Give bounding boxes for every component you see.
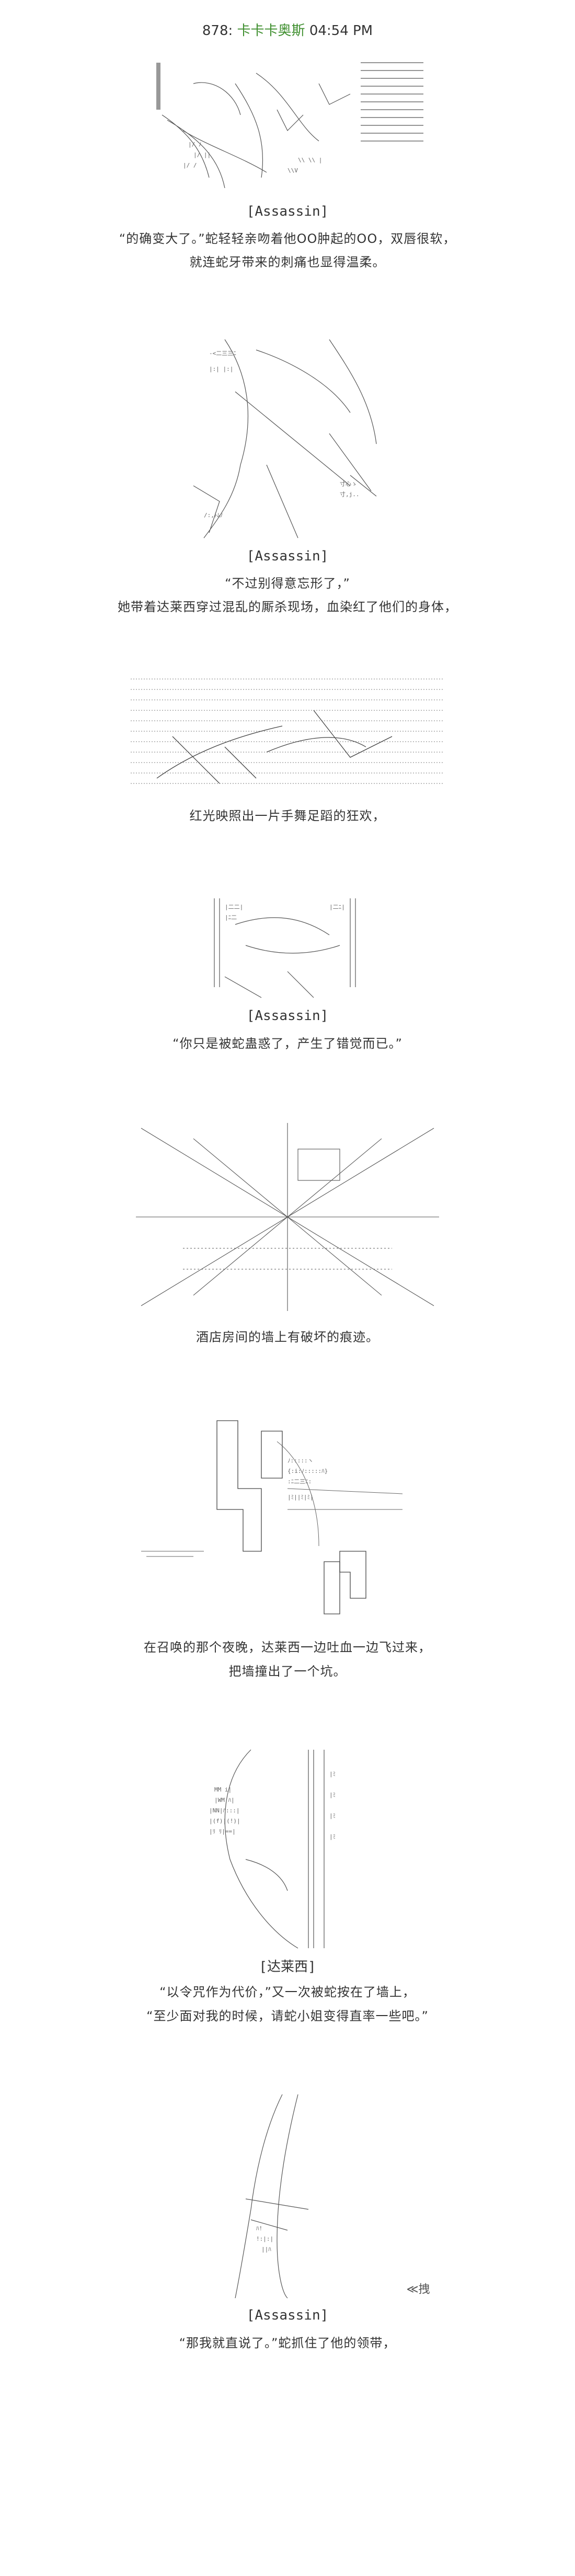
sound-effect-caption: ≪拽 — [406, 2283, 430, 2296]
dialogue-line: 就连蛇牙带来的刺痛也显得温柔。 — [189, 255, 386, 270]
ascii-art-panel-2: -<二三三ﾆ |:| |:| 寸心ゝ 寸,j.. /:,ﾄﾑﾉ — [131, 329, 444, 543]
svg-text:|NN|ﾊ:::|: |NN|ﾊ:::| — [209, 1807, 239, 1814]
post-number: 878 — [202, 23, 228, 39]
speaker-label: [达莱西] — [259, 1959, 316, 1975]
ascii-art-3 — [131, 678, 444, 784]
ascii-art-panel-7: MM i||WM ﾊ||NN|ﾊ:::| |(f)|(!)||ﾘ ﾘ|==| |… — [131, 1744, 444, 1953]
speaker-label: [Assassin] — [246, 204, 329, 219]
speaker-label: [Assassin] — [246, 1008, 329, 1024]
ascii-art-7: MM i||WM ﾊ||NN|ﾊ:::| |(f)|(!)||ﾘ ﾘ|==| |… — [209, 1749, 336, 1949]
svg-text:|WM ﾊ|: |WM ﾊ| — [214, 1797, 235, 1804]
ascii-art-4: |二二| |ﾆ二 |二ﾆ| — [214, 898, 356, 998]
poster-name[interactable]: 卡卡卡奥斯 — [237, 23, 305, 39]
svg-text:|/ ﾉ: |/ ﾉ — [188, 141, 201, 148]
svg-text:|二ﾆ|: |二ﾆ| — [329, 904, 345, 910]
ascii-art-panel-6: ﾉ:::::ヽ{:i:ﾉ:::::ﾊ} :ﾆ二三ﾆ:|ﾐ||ﾐ|ﾐ| — [131, 1415, 444, 1624]
svg-text:|(f)|(!)|: |(f)|(!)| — [209, 1818, 240, 1824]
svg-text:MM i|: MM i| — [214, 1786, 232, 1793]
ascii-art-panel-1: |/ ﾉ |/ || |/ / \\ \\ |\\V — [131, 52, 444, 198]
dialogue-line: “你只是被蛇蛊惑了，产生了错觉而已。” — [172, 1036, 402, 1051]
svg-text:|:| |:|: |:| |:| — [209, 366, 233, 372]
dialogue-line: 她带着达莱西穿过混乱的厮杀现场，血染红了他们的身体， — [118, 600, 457, 614]
svg-text:ﾉ:::::ヽ: ﾉ:::::ヽ — [288, 1457, 314, 1464]
dialogue-line: “以令咒作为代价，”又一次被蛇按在了墙上， — [159, 1985, 416, 1999]
ascii-art-panel-8: ﾊ! !:|:| ||ﾊ ≪拽 — [131, 2084, 444, 2303]
svg-text:\\ \\ |: \\ \\ | — [298, 157, 322, 163]
svg-text:|ﾐ: |ﾐ — [329, 1771, 336, 1777]
svg-text:{:i:ﾉ:::::ﾊ}: {:i:ﾉ:::::ﾊ} — [288, 1468, 328, 1474]
speaker-label: [Assassin] — [246, 548, 329, 564]
ascii-art-panel-5 — [131, 1118, 444, 1316]
svg-text:|ﾐ: |ﾐ — [329, 1812, 336, 1819]
svg-text:|/ ||: |/ || — [193, 151, 211, 158]
svg-text:!:|:|: !:|:| — [256, 2235, 273, 2242]
narration-line: 红光映照出一片手舞足蹈的狂欢， — [189, 809, 386, 823]
dialogue-line: “至少面对我的时候，请蛇小姐变得直率一些吧。” — [146, 2009, 429, 2023]
svg-text:|/ /: |/ / — [183, 162, 197, 169]
svg-text:|ﾆ二: |ﾆ二 — [225, 914, 237, 921]
ascii-art-panel-4: |二二| |ﾆ二 |二ﾆ| — [131, 893, 444, 1003]
ascii-art-5 — [136, 1123, 439, 1311]
ascii-art-8: ﾊ! !:|:| ||ﾊ — [235, 2094, 309, 2299]
ascii-art-panel-3 — [131, 674, 444, 794]
svg-text:|ﾐ: |ﾐ — [329, 1792, 336, 1798]
dialogue-line: “那我就直说了。”蛇抓住了他的领带， — [179, 2336, 396, 2350]
svg-text::ﾆ二三ﾆ:: :ﾆ二三ﾆ: — [288, 1478, 312, 1485]
svg-text:|ﾘ ﾘ|==|: |ﾘ ﾘ|==| — [209, 1828, 236, 1835]
svg-text:寸心ゝ: 寸心ゝ — [340, 480, 357, 487]
svg-text:寸,j..: 寸,j.. — [340, 490, 360, 498]
svg-text:\\V: \\V — [288, 167, 298, 174]
svg-text:||ﾊ: ||ﾊ — [261, 2246, 271, 2253]
ascii-art-1: |/ ﾉ |/ || |/ / \\ \\ |\\V — [156, 62, 423, 189]
svg-text:|ﾐ||ﾐ|ﾐ|: |ﾐ||ﾐ|ﾐ| — [288, 1494, 314, 1501]
svg-text:-<二三三ﾆ: -<二三三ﾆ — [209, 350, 236, 357]
svg-text:/:,ﾄﾑﾉ: /:,ﾄﾑﾉ — [204, 512, 223, 519]
dialogue-line: “不过别得意忘形了，” — [225, 576, 350, 591]
ascii-art-6: ﾉ:::::ヽ{:i:ﾉ:::::ﾊ} :ﾆ二三ﾆ:|ﾐ||ﾐ|ﾐ| — [141, 1420, 403, 1614]
svg-text:|二二|: |二二| — [225, 904, 243, 910]
narration-line: 酒店房间的墙上有破坏的痕迹。 — [196, 1330, 379, 1344]
svg-text:|ﾐ: |ﾐ — [329, 1833, 336, 1840]
ascii-art-2: -<二三三ﾆ |:| |:| 寸心ゝ 寸,j.. /:,ﾄﾑﾉ — [193, 339, 377, 538]
dialogue-line: “的确变大了。”蛇轻轻亲吻着他OO肿起的OO，双唇很软， — [119, 231, 456, 246]
speaker-label: [Assassin] — [246, 2308, 329, 2323]
svg-text:ﾊ!: ﾊ! — [256, 2225, 262, 2232]
narration-line: 把墙撞出了一个坑。 — [228, 1664, 347, 1679]
post-separator: : — [228, 23, 233, 39]
post-time: 04:54 PM — [309, 23, 373, 39]
post-header: 878: 卡卡卡奥斯 04:54 PM — [0, 20, 575, 39]
narration-line: 在召唤的那个夜晚，达莱西一边吐血一边飞过来， — [144, 1640, 431, 1655]
